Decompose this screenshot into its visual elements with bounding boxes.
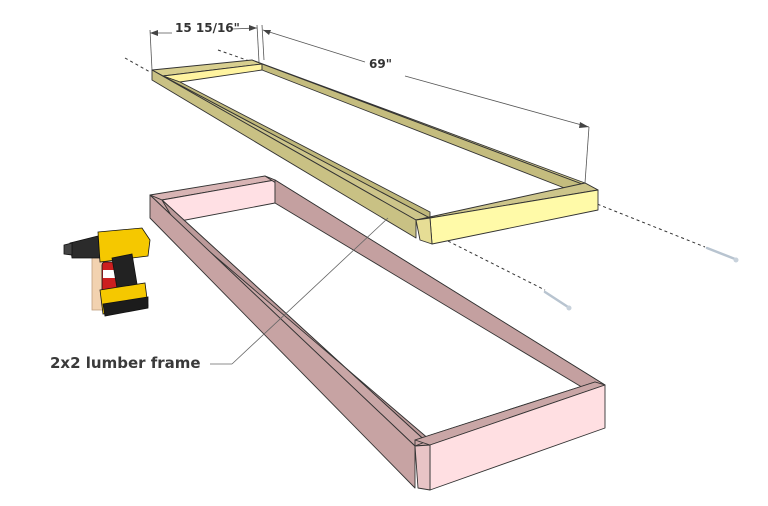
- bottom-box-frame: [149, 175, 606, 491]
- dimension-lines: [149, 24, 590, 184]
- screws: [543, 246, 739, 311]
- frame-callout-label: 2x2 lumber frame: [50, 354, 201, 372]
- drill-icon: [63, 227, 151, 317]
- width-dimension-label: 15 15/16": [175, 21, 240, 35]
- guide-lines: [124, 49, 706, 291]
- dimension-arrows: [150, 25, 589, 128]
- callout-leader: [210, 217, 389, 365]
- length-dimension-label: 69": [369, 57, 392, 71]
- top-lumber-frame: [151, 59, 599, 245]
